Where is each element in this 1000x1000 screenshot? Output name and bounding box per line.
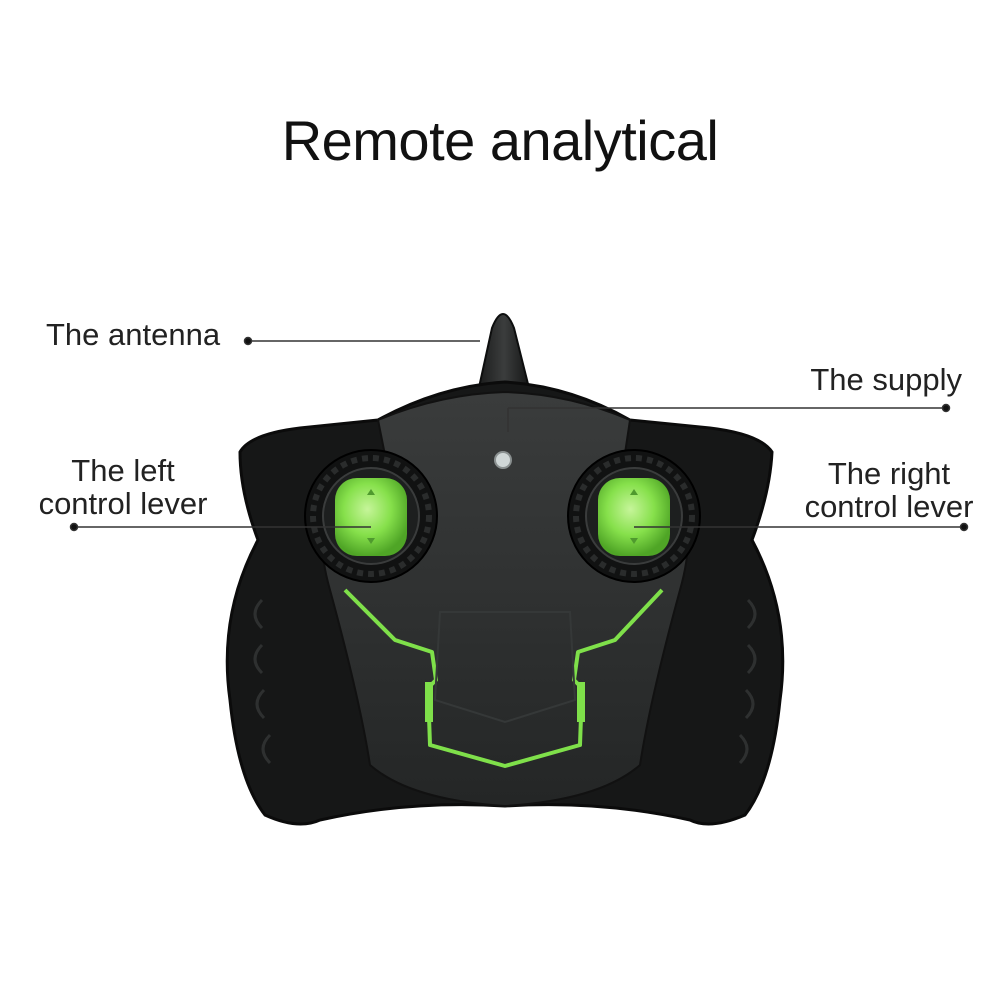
label-left-control-lever: The left control lever	[38, 454, 208, 520]
label-right-line1: The right	[827, 456, 951, 491]
antenna-shape	[476, 313, 532, 393]
green-accent-trim	[343, 588, 664, 768]
left-lever-leader-dot	[69, 522, 79, 532]
center-emboss-panel	[433, 611, 577, 724]
left-control-lever[interactable]	[304, 449, 438, 583]
label-left-line1: The left	[71, 453, 175, 488]
supply-leader-dot	[941, 403, 951, 413]
label-supply: The supply	[810, 362, 962, 397]
left-green-tab	[425, 682, 433, 722]
label-right-control-lever: The right control lever	[804, 457, 974, 523]
page-title: Remote analytical	[281, 109, 719, 172]
label-antenna: The antenna	[46, 317, 221, 352]
power-indicator-icon[interactable]	[494, 451, 512, 469]
left-grip-ribs	[253, 598, 272, 765]
right-grip-ribs	[738, 598, 757, 765]
antenna-leader-dot	[243, 336, 253, 346]
label-right-line2: control lever	[804, 489, 974, 524]
leader-lines	[69, 336, 969, 532]
right-green-tab	[577, 682, 585, 722]
right-lever-leader-dot	[959, 522, 969, 532]
right-control-lever[interactable]	[567, 449, 701, 583]
label-left-line2: control lever	[38, 486, 208, 521]
